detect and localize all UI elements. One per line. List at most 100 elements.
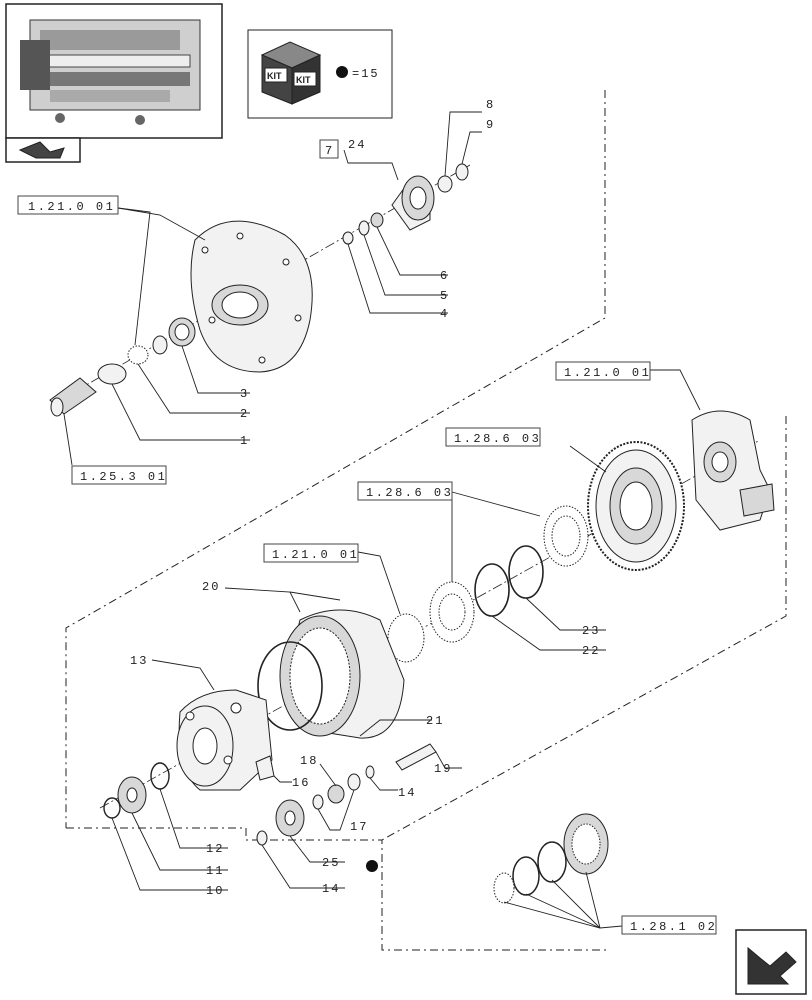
leader-ref-r7c xyxy=(551,879,601,929)
ref-box-r5[interactable]: 1.21.0 01 xyxy=(263,543,359,563)
kit-dot-marker xyxy=(366,860,378,872)
part-12-washer xyxy=(150,762,170,790)
callout-23: 23 xyxy=(582,624,600,638)
ref-box-r8[interactable]: 7 xyxy=(319,139,339,159)
part-17-bearing xyxy=(347,773,361,791)
kit-legend: KIT KIT =15 xyxy=(247,29,393,119)
kit-box-icon: KIT KIT xyxy=(260,41,322,105)
kit-label-1: KIT xyxy=(267,71,282,81)
internal-ring-gear-21 xyxy=(279,609,405,739)
leader-24 xyxy=(343,149,399,181)
leader-5 xyxy=(363,234,448,296)
arrow-next-icon[interactable] xyxy=(735,929,807,995)
gear-24 xyxy=(391,175,435,231)
leader-1 xyxy=(111,383,250,441)
leader-9 xyxy=(461,131,482,165)
leader-14-upper xyxy=(369,777,398,791)
bottom-bearing xyxy=(563,813,609,875)
leader-22 xyxy=(491,615,606,651)
svg-text:1.28.6 03: 1.28.6 03 xyxy=(366,486,453,500)
callout-24: 24 xyxy=(348,138,366,152)
part-14-washer-lower xyxy=(256,830,268,846)
svg-text:7: 7 xyxy=(325,144,335,158)
right-housing xyxy=(691,410,775,531)
callout-8: 8 xyxy=(486,98,495,112)
svg-text:1.28.1 02: 1.28.1 02 xyxy=(630,920,717,934)
part-19-pin xyxy=(395,743,437,771)
leader-10 xyxy=(111,817,228,891)
leader-19 xyxy=(435,751,462,769)
leader-ref-r2 xyxy=(650,369,701,411)
leader-12 xyxy=(159,788,228,849)
leader-16 xyxy=(273,775,292,783)
callout-9: 9 xyxy=(486,118,495,132)
callout-1: 1 xyxy=(240,434,249,448)
leader-11 xyxy=(131,812,228,871)
ref-box-r3[interactable]: 1.28.6 03 xyxy=(445,427,541,447)
callout-21: 21 xyxy=(426,714,444,728)
leader-ref-r1b xyxy=(117,207,206,241)
part-17-roller xyxy=(312,794,324,810)
part-22-ring xyxy=(474,563,510,617)
leader-ref-r7d xyxy=(585,871,601,929)
leader-20a xyxy=(224,587,301,613)
housing-cover xyxy=(190,220,313,373)
part-8-ring xyxy=(437,175,453,193)
part-4-ring xyxy=(342,231,354,245)
callout-5: 5 xyxy=(440,289,449,303)
leader-ref-r1a xyxy=(117,207,151,346)
leader-ref-r5 xyxy=(357,551,401,615)
callout-18: 18 xyxy=(300,754,318,768)
callout-12: 12 xyxy=(206,842,224,856)
large-ring-gear xyxy=(587,441,685,571)
kit-dot-icon xyxy=(336,66,348,78)
part-6-ring xyxy=(370,212,384,228)
seal-ring xyxy=(387,613,425,663)
bottom-ring-3 xyxy=(493,872,515,904)
ref-box-r1[interactable]: 1.21.0 01 xyxy=(17,195,119,215)
callout-4: 4 xyxy=(440,307,449,321)
callout-19: 19 xyxy=(434,762,452,776)
part-1-washer xyxy=(97,363,127,385)
leader-ref-r7a xyxy=(503,901,623,929)
ref-box-r7[interactable]: 1.28.1 02 xyxy=(621,915,717,935)
ref-box-r6[interactable]: 1.25.3 01 xyxy=(71,465,167,485)
callout-25: 25 xyxy=(322,856,340,870)
callout-2: 2 xyxy=(240,407,249,421)
part-11-gear xyxy=(117,776,147,814)
leader-ref-r4b xyxy=(451,491,541,517)
callout-22: 22 xyxy=(582,644,600,658)
callout-11: 11 xyxy=(206,864,224,878)
callout-14-lower: 14 xyxy=(322,882,340,896)
assembly-boundary-upper xyxy=(65,90,606,828)
part-14-washer-upper xyxy=(365,765,375,779)
svg-text:1.21.0 01: 1.21.0 01 xyxy=(564,366,651,380)
leader-25 xyxy=(289,835,345,863)
part-9-ring xyxy=(455,163,469,181)
part-25-gear xyxy=(275,799,305,837)
leader-ref-r3 xyxy=(569,445,607,473)
kit-label-2: KIT xyxy=(296,75,311,85)
svg-text:1.21.0 01: 1.21.0 01 xyxy=(272,548,359,562)
arrow-back-icon[interactable] xyxy=(18,141,65,159)
part-23-ring xyxy=(508,545,544,599)
callout-14-upper: 14 xyxy=(398,786,416,800)
svg-text:1.28.6 03: 1.28.6 03 xyxy=(454,432,541,446)
ref-box-r4[interactable]: 1.28.6 03 xyxy=(357,481,453,501)
leader-13 xyxy=(151,659,215,691)
leader-ref-r7b xyxy=(525,893,601,929)
thumbnail-panel[interactable] xyxy=(5,3,223,163)
leader-20b xyxy=(289,591,341,601)
kit-equals-text: =15 xyxy=(352,67,380,81)
splined-shaft xyxy=(49,377,97,417)
part-5-ring xyxy=(358,220,370,236)
leader-3 xyxy=(181,345,250,394)
ref-box-r2[interactable]: 1.21.0 01 xyxy=(555,361,651,381)
assembly-boundary-right xyxy=(381,416,787,841)
leader-17 xyxy=(317,789,355,831)
leader-14-lower xyxy=(261,844,345,889)
part-20-ring xyxy=(257,641,323,731)
leader-2 xyxy=(137,363,250,414)
callout-13: 13 xyxy=(130,654,148,668)
